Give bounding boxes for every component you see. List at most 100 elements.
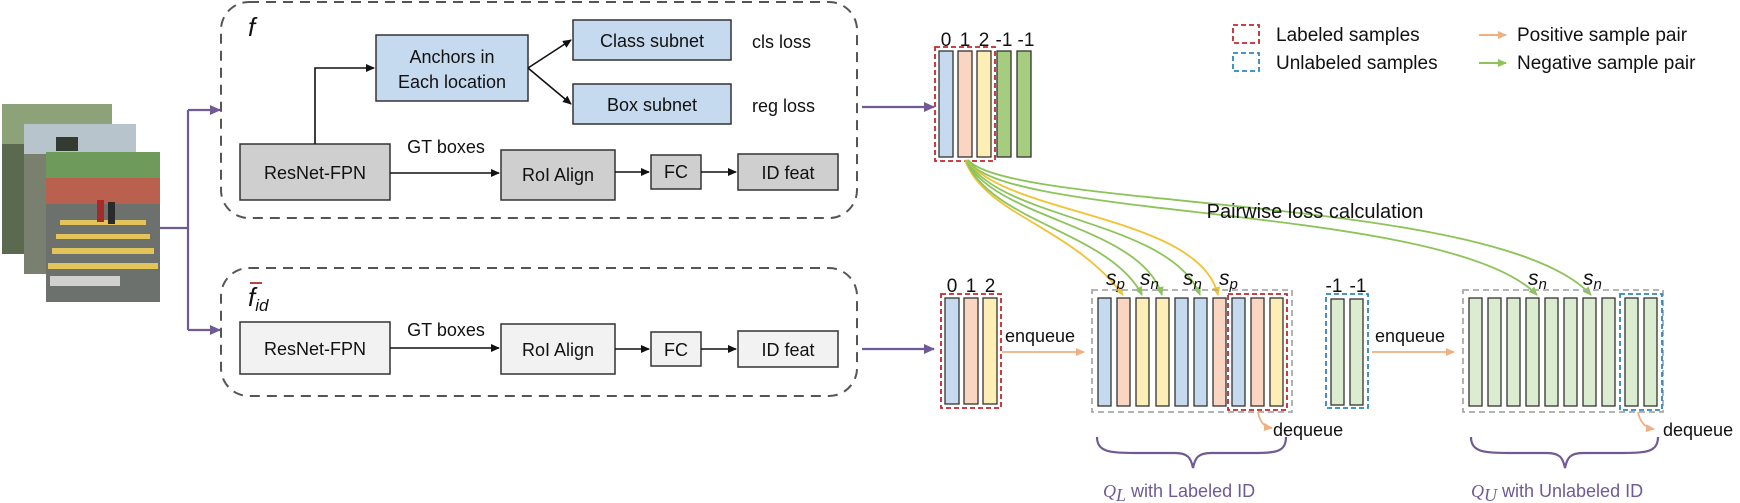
pair-label-sn-1-main: s [1140, 267, 1151, 290]
unlabeled-batch-label-1: -1 [1350, 276, 1367, 297]
unlabeled-batch: -1 -1 [1325, 276, 1369, 409]
ql-bar-0 [1097, 297, 1112, 407]
qu-label-symbol: Q [1471, 481, 1484, 501]
dequeue-label-2: dequeue [1663, 420, 1733, 440]
unlabeled-batch-label-0: -1 [1326, 276, 1343, 297]
top-branch: f Anchors in Each location Class subnet … [220, 1, 858, 219]
bottom-batch-labeled-frame [940, 293, 1002, 409]
pair-label-sn-4: sn [1583, 267, 1602, 293]
pair-label-sn-1-sub: n [1151, 276, 1159, 293]
qu-label-sub: U [1484, 485, 1498, 503]
input-image-front-trees [46, 152, 160, 182]
box-subnet-box [572, 83, 732, 125]
bottom-branch-arrows [390, 344, 737, 353]
bottom-batch-label-0: 0 [947, 276, 958, 297]
bottom-branch-symbol-sub: id [255, 296, 269, 315]
qu-bar-7 [1601, 297, 1616, 407]
qu-bar-5 [1563, 297, 1578, 407]
input-split-arrows [160, 105, 221, 335]
top-branch-frame [220, 1, 858, 219]
ql-bar-2 [1135, 297, 1150, 407]
pair-label-sp-1-sub: p [1116, 276, 1125, 293]
top-feature-batch: 0 1 2 -1 -1 [934, 30, 1034, 162]
pair-label-sn-3: sn [1528, 267, 1547, 293]
bottom-batch-label-2: 2 [985, 276, 996, 297]
legend-labeled-swatch [1232, 24, 1260, 44]
legend-labeled-text: Labeled samples [1276, 25, 1420, 46]
input-image-front-court [46, 178, 160, 204]
bottom-branch-frame [220, 267, 858, 397]
bottom-batch-bar-1 [963, 297, 979, 405]
ql-bar-8 [1250, 297, 1265, 407]
bottom-fc-label: FC [664, 340, 688, 360]
input-image-stack [2, 104, 160, 302]
top-branch-symbol: f [248, 12, 258, 42]
ql-bar-7 [1231, 297, 1246, 407]
anchors-box [375, 34, 529, 102]
qu-bar-1 [1487, 297, 1502, 407]
labeled-queue [1091, 289, 1293, 413]
qu-label-text: with Unlabeled ID [1497, 481, 1643, 501]
input-image-person-1 [97, 200, 104, 222]
top-roi-align-box [500, 149, 616, 201]
unlabeled-batch-bar-1 [1349, 298, 1364, 406]
unlabeled-queue-frame [1462, 289, 1664, 413]
qu-bar-9 [1643, 297, 1658, 407]
input-image-road-text [50, 276, 120, 286]
unlabeled-batch-frame [1325, 293, 1369, 409]
pair-arrow-7 [967, 159, 1592, 296]
ql-bar-1 [1116, 297, 1131, 407]
ql-dequeue-frame [1227, 293, 1288, 411]
bottom-roi-align-box [500, 323, 616, 375]
qu-bar-6 [1582, 297, 1597, 407]
pair-arrow-5 [966, 159, 1221, 296]
ql-label-text: with Labeled ID [1126, 481, 1255, 501]
qu-bar-8 [1624, 297, 1639, 407]
anchors-label-line-1: Anchors in [409, 47, 494, 67]
top-backbone-box [239, 143, 391, 201]
top-batch-bar-4 [1016, 50, 1032, 158]
qu-dequeue-frame [1619, 293, 1663, 411]
bottom-gt-boxes-label: GT boxes [407, 320, 485, 340]
dequeue-arrow-2 [1637, 411, 1655, 433]
dequeue-label-1: dequeue [1273, 420, 1343, 440]
qu-brace [1469, 436, 1660, 469]
bottom-backbone-box [239, 321, 391, 375]
top-id-feat-label: ID feat [761, 163, 814, 183]
legend-negative-text: Negative sample pair [1517, 53, 1696, 74]
labeled-queue-frame [1091, 289, 1293, 413]
bottom-batch-label-1: 1 [966, 276, 977, 297]
reg-loss-label: reg loss [752, 96, 815, 116]
top-batch-label-2: 2 [979, 30, 990, 51]
qu-bar-0 [1468, 297, 1483, 407]
enqueue-label-2: enqueue [1375, 326, 1445, 346]
dequeue-arrow-1 [1257, 411, 1273, 431]
bottom-branch: fid ResNet-FPN GT boxes RoI Align FC ID … [220, 267, 858, 397]
bottom-id-feat-label: ID feat [761, 340, 814, 360]
legend-unlabeled-text: Unlabeled samples [1276, 53, 1438, 74]
anchors-label-line-2: Each location [398, 72, 506, 92]
unlabeled-batch-bar-0 [1330, 298, 1345, 406]
pair-label-sn-1: sn [1140, 267, 1159, 293]
ql-bar-9 [1269, 297, 1284, 407]
pairwise-title: Pairwise loss calculation [1207, 201, 1424, 223]
ql-label-sub: L [1115, 485, 1126, 503]
unlabeled-queue [1462, 289, 1664, 413]
input-image-person-2 [108, 202, 115, 224]
input-image-middle-sky [24, 124, 136, 154]
top-batch-label-0: 0 [941, 30, 952, 51]
bottom-batch-bar-2 [982, 297, 998, 405]
qu-bar-4 [1544, 297, 1559, 407]
top-roi-align-label: RoI Align [522, 165, 594, 185]
class-subnet-label: Class subnet [600, 31, 704, 51]
top-batch-bar-2 [976, 50, 992, 158]
pairwise-arrows [964, 159, 1592, 296]
pair-label-sp-1: sp [1106, 267, 1125, 293]
bottom-labeled-batch: 0 1 2 [940, 276, 1002, 409]
input-image-crosswalk [48, 220, 158, 269]
qu-label: QU with Unlabeled ID [1471, 481, 1643, 503]
pair-arrow-1 [964, 159, 1124, 296]
bottom-id-feat-box [737, 330, 839, 368]
box-subnet-label: Box subnet [607, 95, 697, 115]
